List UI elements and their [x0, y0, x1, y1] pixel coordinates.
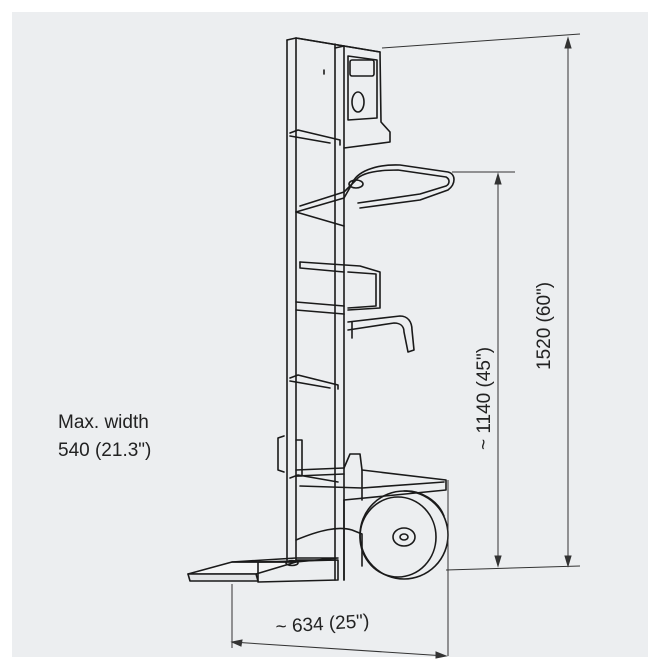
drawing-frame: [12, 12, 648, 657]
dimension-lines: [230, 33, 581, 659]
handle-height-label: ~ 1140 (45"): [474, 347, 495, 450]
depth-arrow-left: [230, 639, 243, 647]
max-width-label-line2: 540 (21.3"): [58, 440, 152, 461]
depth-arrow-right: [435, 651, 448, 659]
column-rungs: [289, 129, 341, 483]
bottom-tray: [295, 453, 447, 501]
depth-label: ~ 634 (25"): [275, 611, 370, 638]
wheel: [359, 490, 449, 580]
total-height-arrow-top: [564, 36, 572, 49]
top-box: [323, 45, 391, 149]
max-width-label-line1: Max. width: [58, 412, 149, 433]
handle-height-arrow-top: [494, 172, 502, 185]
axle-body: [295, 499, 363, 581]
main-column: [286, 37, 381, 581]
depth-dim-line: [231, 641, 447, 657]
total-height-extension-bottom: [445, 565, 581, 571]
hook-bracket: [347, 315, 415, 353]
total-height-arrow-bottom: [564, 555, 572, 568]
handle: [295, 164, 455, 227]
total-height-extension-top: [381, 33, 581, 49]
total-height-label: 1520 (60"): [534, 282, 555, 370]
handle-height-arrow-bottom: [494, 555, 502, 568]
middle-box: [295, 261, 381, 315]
foot-plate: [187, 557, 339, 583]
